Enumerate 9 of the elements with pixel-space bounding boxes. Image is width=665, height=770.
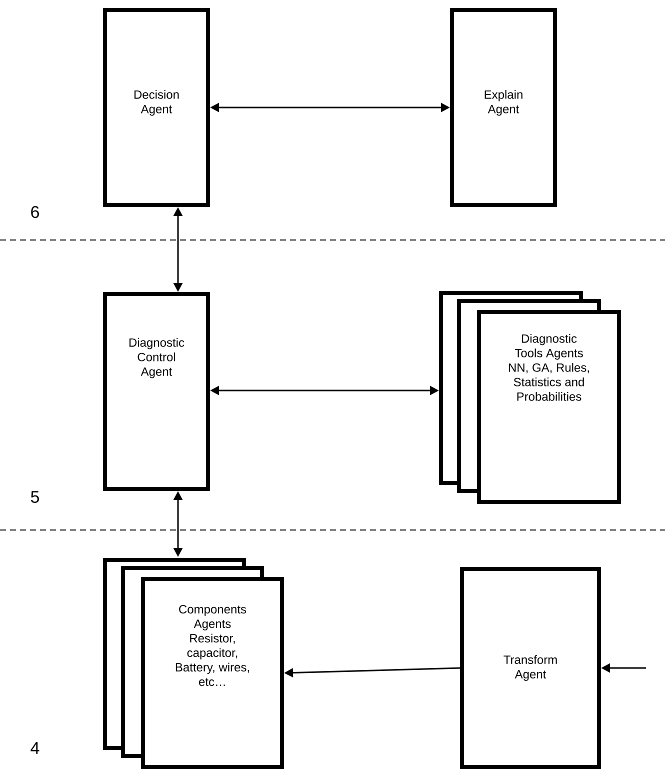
agent-box: Decision Agent — [103, 8, 210, 207]
stacked-agent-boxes: Diagnostic Tools Agents NN, GA, Rules, Statistics and Probabilities — [439, 291, 621, 504]
stacked-agent-boxes: Components Agents Resistor, capacitor, Battery, wires, etc… — [103, 558, 284, 769]
agent-box: Transform Agent — [460, 567, 601, 769]
layer-number: 4 — [30, 742, 40, 754]
agent-box: Diagnostic Control Agent — [103, 292, 210, 491]
layer-number: 6 — [31, 206, 39, 218]
layer-number: 5 — [30, 491, 39, 503]
agent-box: Explain Agent — [450, 8, 557, 207]
